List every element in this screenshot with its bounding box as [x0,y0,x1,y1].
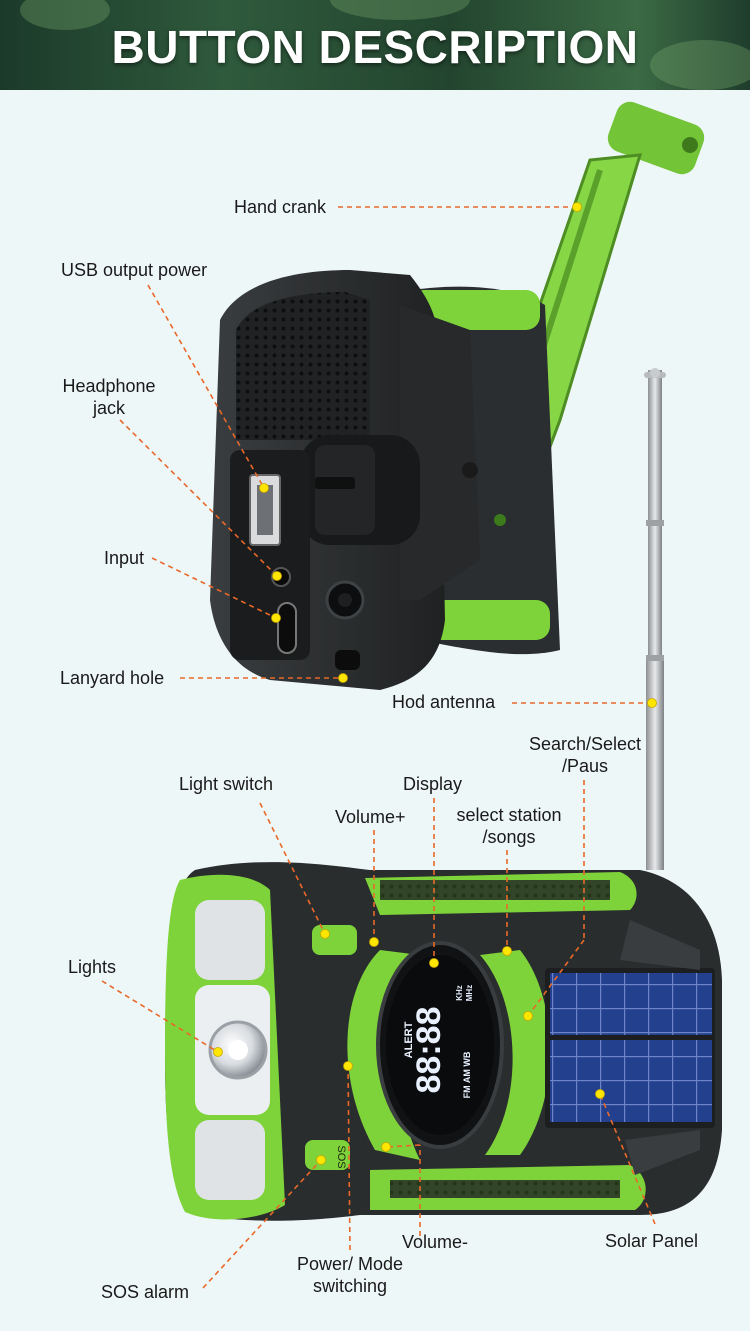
label-rod-antenna: Hod antenna [392,692,496,712]
label-usb-output-power: USB output power [61,260,208,280]
sos-marking: SOS [335,1145,347,1168]
label-power-mode-line1: Power/ Mode [296,1254,404,1274]
lcd-mhz: MHz [465,985,474,1001]
rear-view-device [210,101,705,690]
label-hand-crank: Hand crank [234,197,327,217]
front-view-device [165,862,722,1221]
label-solar-panel: Solar Panel [605,1231,699,1251]
label-headphone-jack: Headphone jack [54,375,164,419]
header-banner: BUTTON DESCRIPTION [0,0,750,90]
lcd-alert: ALERT [403,1021,415,1058]
label-volume-minus: Volume- [402,1232,469,1252]
label-lights: Lights [68,957,117,977]
lcd-bands: FM AM WB [462,1051,472,1098]
label-search-line1: Search/Select [528,734,642,754]
lcd-screen: 88:88 ALERT KHz MHz FM AM WB [403,985,474,1099]
label-select-station: select station /songs [443,804,575,848]
lcd-khz: KHz [455,985,464,1001]
label-search-line2: /Paus [561,756,609,776]
label-display: Display [403,774,463,794]
label-headphone-jack-line2: jack [92,398,125,418]
page-title: BUTTON DESCRIPTION [111,21,639,73]
label-input: Input [104,548,145,568]
leader-lines [101,206,656,1289]
label-headphone-jack-line1: Headphone [62,376,156,396]
label-select-station-line2: /songs [482,827,536,847]
lcd-digits: 88:88 [410,1007,448,1094]
label-lanyard-hole: Lanyard hole [60,668,165,688]
label-select-station-line1: select station [456,805,562,825]
label-power-mode: Power/ Mode switching [285,1253,415,1297]
label-power-mode-line2: switching [312,1276,388,1296]
label-sos-alarm: SOS alarm [101,1282,190,1302]
label-light-switch: Light switch [179,774,274,794]
rod-antenna [644,368,666,870]
marker-dots [213,202,657,1165]
label-search-select-pause: Search/Select /Paus [515,733,655,777]
label-volume-plus: Volume+ [335,807,406,827]
